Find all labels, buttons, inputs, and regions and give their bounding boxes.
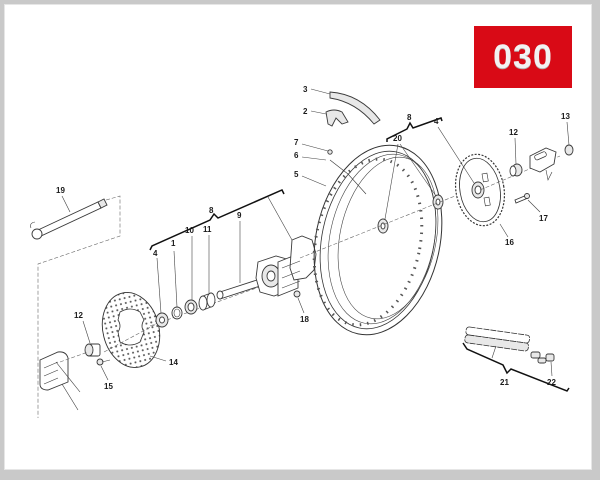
callout-14: 14 [169,358,178,367]
callout-3: 3 [303,85,308,94]
callout-8-right: 8 [407,113,412,122]
callout-6: 6 [294,151,299,160]
callout-12-left: 12 [74,311,83,320]
callout-19: 19 [56,186,65,195]
diagram-frame: 1 2 3 4 4 5 6 7 8 8 9 10 11 12 12 13 14 … [4,4,592,470]
hub-part [255,196,317,314]
callout-20: 20 [393,134,402,143]
bearing-kit-braces [149,117,570,392]
callout-7: 7 [294,138,299,147]
swingarm-end [39,351,81,411]
rim-strip-part [310,88,381,127]
callout-5: 5 [294,170,299,179]
bushing-left-part [59,320,101,363]
callout-11: 11 [203,225,212,234]
callout-4-left: 4 [153,249,158,258]
callout-12-right: 12 [509,128,518,137]
callout-1: 1 [171,239,176,248]
callout-2: 2 [303,107,308,116]
callout-labels: 1 2 3 4 4 5 6 7 8 8 9 10 11 12 12 13 14 … [56,85,570,391]
callout-10: 10 [185,226,194,235]
drive-chain-part [464,326,555,377]
section-number: 030 [493,37,553,76]
disc-screw-part [96,358,111,381]
callout-15: 15 [104,382,113,391]
callout-18: 18 [300,315,309,324]
callout-17: 17 [539,214,548,223]
callout-8-left: 8 [209,206,214,215]
callout-16: 16 [505,238,514,247]
wheel-axle-part [30,195,108,240]
callout-9: 9 [237,211,242,220]
callout-4-right: 4 [434,117,439,126]
callout-22: 22 [547,378,556,387]
exploded-view-diagram: 1 2 3 4 4 5 6 7 8 8 9 10 11 12 12 13 14 … [30,85,574,418]
callout-13: 13 [561,112,570,121]
sprocket-part [437,126,561,238]
rim-part [299,143,471,336]
callout-21: 21 [500,378,509,387]
brake-disc-part [101,292,167,368]
right-hardware-parts [509,121,574,213]
section-number-badge: 030 [474,26,572,88]
